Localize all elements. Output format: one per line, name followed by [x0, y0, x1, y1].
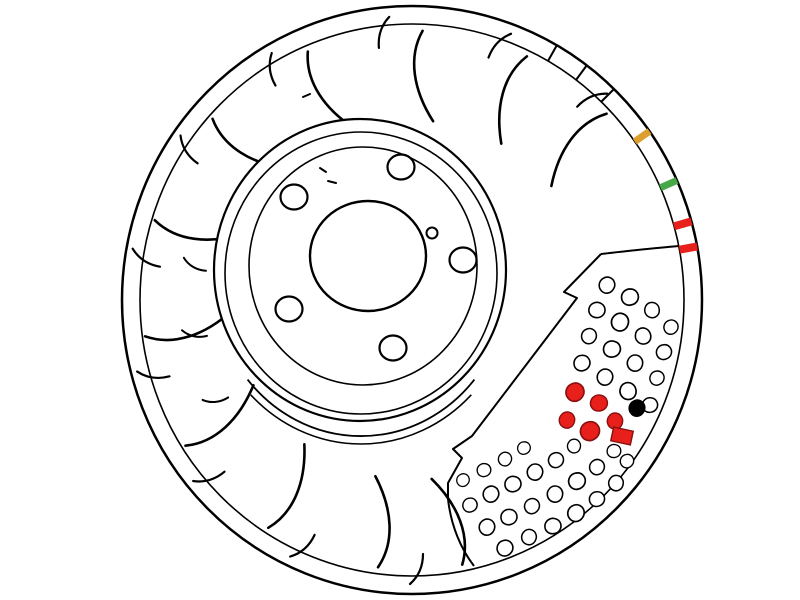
thermal-indicators: [632, 128, 698, 254]
center-bore: [308, 199, 428, 313]
thermal-indicator-red: [678, 242, 698, 254]
hat-wall-arc: [250, 394, 472, 445]
hat-second-edge: [224, 131, 498, 415]
rotor-rim: [120, 4, 704, 596]
vane-pillar: [546, 485, 564, 503]
vane-pillar: [607, 474, 625, 492]
bolt-hole: [274, 295, 304, 323]
rim-tick: [547, 44, 558, 62]
thermal-indicator-orange: [632, 128, 652, 145]
cutaway-boundary: [447, 245, 680, 567]
speck: [327, 180, 337, 184]
rim-tick: [600, 88, 615, 103]
bolt-hole: [448, 246, 478, 274]
surface-specks: [302, 93, 337, 184]
bolt-hole: [279, 183, 309, 211]
hub: [212, 93, 508, 445]
speck: [319, 167, 327, 173]
bolt-hole: [378, 334, 408, 362]
cutaway-top-edge: [600, 245, 680, 255]
locating-hole: [425, 226, 439, 240]
rotor-outer-edge: [120, 4, 704, 596]
highlighted-vane-cluster: [557, 378, 635, 446]
highlighted-vane: [609, 426, 635, 446]
bolt-holes: [274, 153, 478, 362]
thermal-indicator-green: [659, 177, 679, 191]
rim-tick: [575, 64, 588, 81]
vane-pillar: [626, 354, 644, 372]
speck: [302, 93, 311, 98]
hat-face-edge: [248, 146, 478, 386]
vane-pillar: [566, 438, 582, 454]
bolt-hole: [386, 153, 416, 181]
rotor-rim-inner-edge: [139, 23, 685, 577]
hat-wall-arc: [246, 379, 476, 437]
line-art: [120, 4, 704, 596]
thermal-indicator-red: [673, 217, 693, 231]
cutaway-jagged-edge: [447, 253, 602, 567]
